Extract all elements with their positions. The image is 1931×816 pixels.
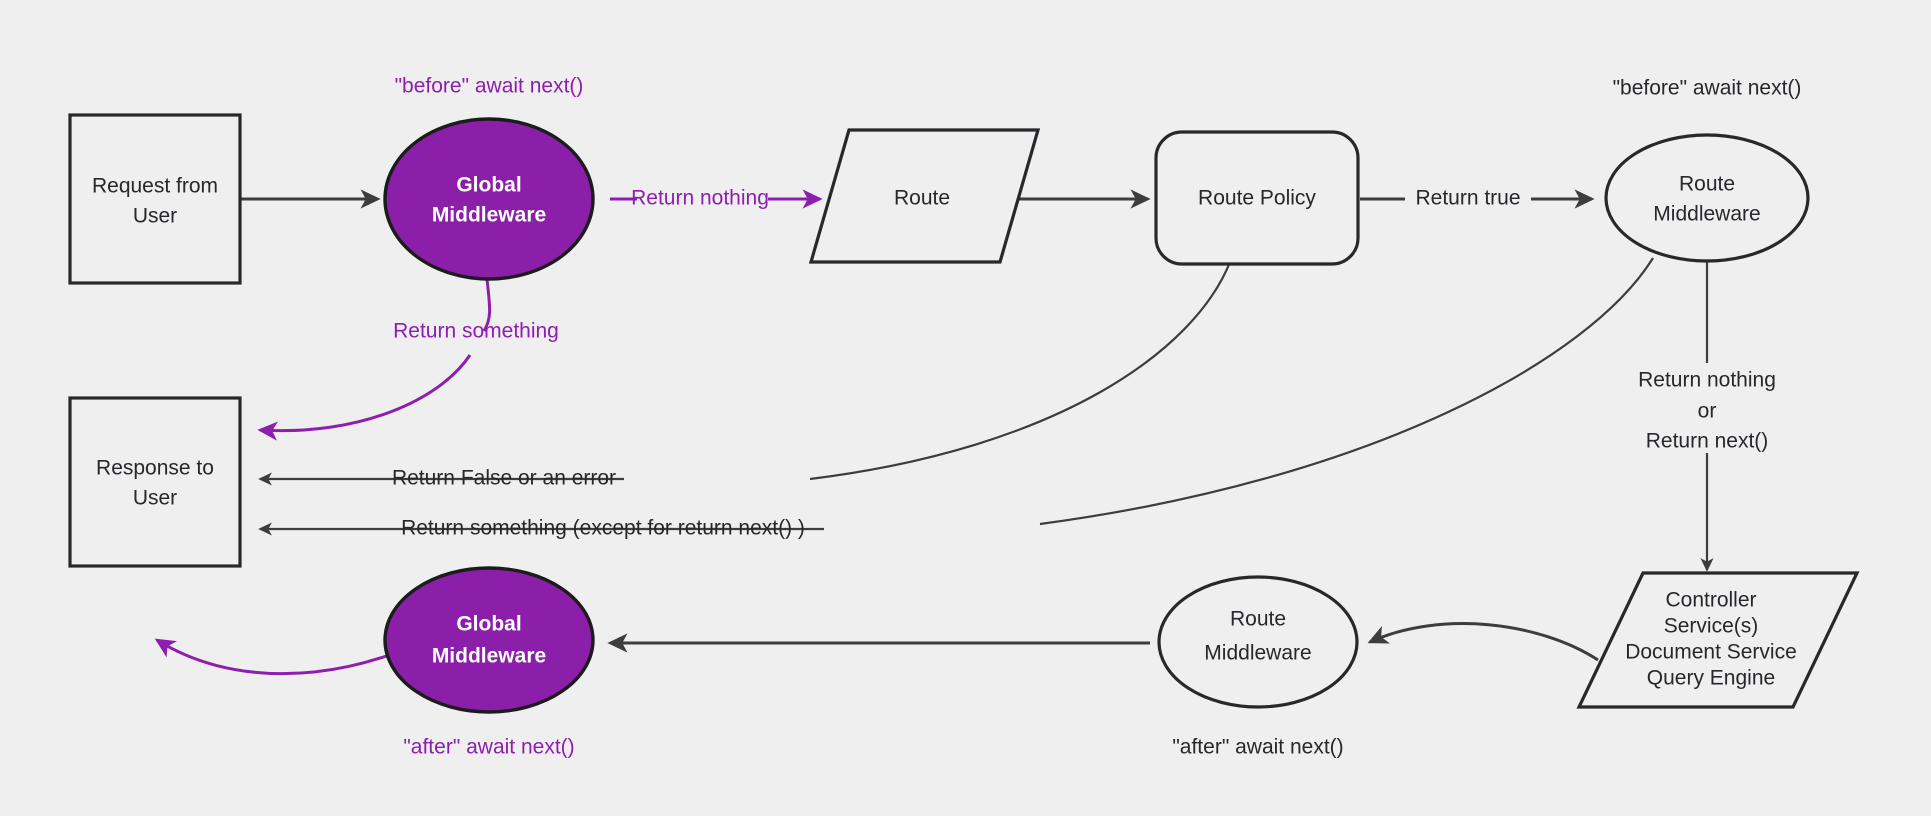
edge-label-return-something-except: Return something (except for return next… bbox=[401, 517, 805, 540]
node-global-middleware-before-shape[interactable] bbox=[383, 117, 595, 281]
edge-route-policy-to-response bbox=[809, 261, 1232, 481]
node-request-from-user-shape[interactable] bbox=[68, 113, 242, 285]
node-route-middleware-before-shape[interactable] bbox=[1604, 133, 1810, 263]
node-request-from-user-line1: Request from bbox=[92, 175, 218, 198]
node-route-middleware-before-line2: Middleware bbox=[1653, 203, 1760, 226]
node-controller-services-line2: Service(s) bbox=[1664, 615, 1759, 638]
node-route-middleware-after-line2: Middleware bbox=[1204, 642, 1311, 665]
edge-controller-to-route-middleware-after bbox=[1367, 622, 1599, 662]
node-request-from-user-line2: User bbox=[133, 205, 177, 228]
node-route-shape[interactable] bbox=[808, 128, 1041, 264]
edge-global-middleware-to-response-curve bbox=[257, 354, 472, 441]
edge-label-return-nothing-or-next-line3: Return next() bbox=[1646, 430, 1769, 453]
node-global-middleware-after-line2: Middleware bbox=[432, 645, 546, 668]
annotation-before-route-middleware: "before" await next() bbox=[1613, 77, 1802, 100]
node-route-policy-label: Route Policy bbox=[1198, 187, 1316, 210]
node-controller-services-line3: Document Service bbox=[1625, 641, 1797, 664]
node-controller-services-shape[interactable] bbox=[1576, 571, 1860, 709]
node-response-to-user-shape[interactable] bbox=[68, 396, 242, 568]
node-global-middleware-after-line1: Global bbox=[456, 613, 521, 636]
node-route-middleware-after-shape[interactable] bbox=[1157, 575, 1359, 709]
edge-label-return-true: Return true bbox=[1415, 187, 1520, 210]
node-response-to-user-line1: Response to bbox=[96, 457, 214, 480]
node-route-label: Route bbox=[894, 187, 950, 210]
node-route-middleware-after-line1: Route bbox=[1230, 608, 1286, 631]
edge-label-return-false-or-error: Return False or an error bbox=[392, 467, 616, 490]
node-global-middleware-after-shape[interactable] bbox=[383, 566, 595, 714]
annotation-before-global-middleware: "before" await next() bbox=[395, 75, 584, 98]
node-controller-services-line1: Controller bbox=[1665, 589, 1756, 612]
edge-label-return-nothing: Return nothing bbox=[631, 187, 769, 210]
edge-label-return-nothing-or-next-line2: or bbox=[1698, 400, 1717, 423]
node-route-policy-shape[interactable] bbox=[1154, 130, 1360, 266]
edge-global-middleware-to-response bbox=[482, 278, 492, 332]
annotation-after-global-middleware: "after" await next() bbox=[403, 736, 574, 759]
node-route-middleware-before-line1: Route bbox=[1679, 173, 1735, 196]
annotation-after-route-middleware: "after" await next() bbox=[1172, 736, 1343, 759]
node-response-to-user-line2: User bbox=[133, 487, 177, 510]
edge-global-middleware-after-to-response bbox=[154, 638, 416, 676]
edge-label-return-nothing-or-next-line1: Return nothing bbox=[1638, 369, 1776, 392]
node-global-middleware-before-line1: Global bbox=[456, 174, 521, 197]
edge-label-return-something: Return something bbox=[393, 320, 559, 343]
node-controller-services-line4: Query Engine bbox=[1647, 667, 1775, 690]
node-global-middleware-before-line2: Middleware bbox=[432, 204, 546, 227]
edge-route-middleware-to-response bbox=[1039, 257, 1654, 526]
